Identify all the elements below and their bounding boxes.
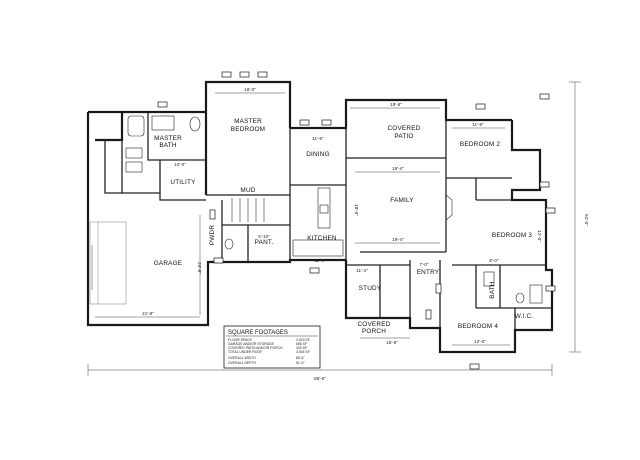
label-covered-porch-1: COVERED [357, 321, 390, 328]
square-footages-table: SQUARE FOOTAGES FLOOR SPACE 2,523 SF GAR… [223, 325, 321, 369]
study-dim: 11'-4" [356, 268, 368, 273]
family-depth-dim: 18'-0" [354, 204, 359, 216]
label-entry: ENTRY [417, 269, 440, 276]
label-bedroom2: BEDROOM 2 [460, 141, 500, 148]
sqft-overall-depth-label: OVERALL DEPTH [228, 361, 257, 365]
kitchen-dim: 11'-0" [314, 258, 326, 263]
utility-dim: 10'-0" [174, 162, 186, 167]
label-bath: BATH [489, 281, 496, 299]
label-family: FAMILY [390, 197, 414, 204]
label-covered-porch-2: PORCH [362, 328, 386, 335]
sqft-row-label: COVERED PATIO AND/OR PORCH [228, 346, 283, 350]
family-dim: 19'-4" [392, 166, 404, 171]
bed2-dim: 11'-8" [472, 122, 484, 127]
entry-dim: 7'-0" [419, 262, 429, 267]
garage-door [89, 221, 127, 305]
overall-width-dim: 86'-6" [314, 376, 326, 381]
label-garage: GARAGE [154, 260, 183, 267]
bed3-dim: 12'-0" [537, 230, 542, 242]
sqft-row-value: 3,504 SF [296, 350, 310, 354]
garage-width-dim: 21'-8" [142, 311, 154, 316]
label-pant: PANT. [255, 239, 274, 246]
sqft-overall-width-label: OVERALL WIDTH [228, 356, 256, 360]
master-bed-dim: 16'-0" [244, 87, 256, 92]
windows [157, 71, 556, 370]
pant-dim: 5'-10" [258, 234, 270, 239]
sqft-row-value: 2,523 SF [296, 338, 310, 342]
patio-dim: 19'-8" [390, 102, 402, 107]
sqft-row-label: FLOOR SPACE [228, 338, 253, 342]
label-mud: MUD [240, 187, 255, 194]
dining-dim: 11'-6" [312, 136, 324, 141]
label-covered-patio-2: PATIO [394, 133, 413, 140]
label-master-bath-2: BATH [159, 142, 177, 149]
stairs [231, 198, 265, 222]
label-bedroom4: BEDROOM 4 [458, 323, 498, 330]
sqft-row-label: TOTAL UNDER ROOF [228, 350, 262, 354]
room-labels: MASTER BEDROOM MASTER BATH UTILITY MUD G… [154, 118, 534, 335]
label-kitchen: KITCHEN [307, 235, 337, 242]
sqft-overall-width: 86'-6" [296, 356, 305, 360]
sqft-overall-depth: 51'-0" [296, 361, 305, 365]
fireplace [445, 194, 453, 221]
bath-fixtures [125, 115, 543, 304]
bed4-dim: 12'-0" [474, 339, 486, 344]
kitchen-island [292, 187, 344, 257]
family-bottom-dim: 19'-4" [392, 237, 404, 242]
label-master-bedroom-2: BEDROOM [231, 126, 265, 133]
sqft-row-value: 325 SF [296, 346, 307, 350]
label-study: STUDY [359, 285, 382, 292]
porch-dim: 15'-8" [386, 340, 398, 345]
bath-dim: 8'-0" [489, 258, 499, 263]
label-utility: UTILITY [170, 179, 196, 186]
interior-walls [104, 112, 552, 330]
sqft-title: SQUARE FOOTAGES [228, 330, 288, 336]
dimension-text: 86'-6" 51'-0" 16'-0" 11'-6" 19'-8" 19'-4… [142, 87, 589, 381]
label-master-bath-1: MASTER [154, 135, 182, 142]
label-master-bedroom-1: MASTER [234, 118, 262, 125]
sqft-row-label: GARAGE AND/OR STORAGE [228, 342, 275, 346]
dimension-lines [87, 81, 581, 376]
overall-depth-dim: 51'-0" [584, 214, 589, 226]
label-dining: DINING [306, 151, 330, 158]
garage-depth-dim: 24'-8" [197, 262, 202, 274]
label-powder: PWDR [209, 225, 216, 246]
label-covered-patio-1: COVERED [387, 125, 420, 132]
label-bedroom3: BEDROOM 3 [492, 232, 532, 239]
label-wic: W.I.C. [515, 313, 534, 320]
sqft-row-value: 656 SF [296, 342, 307, 346]
